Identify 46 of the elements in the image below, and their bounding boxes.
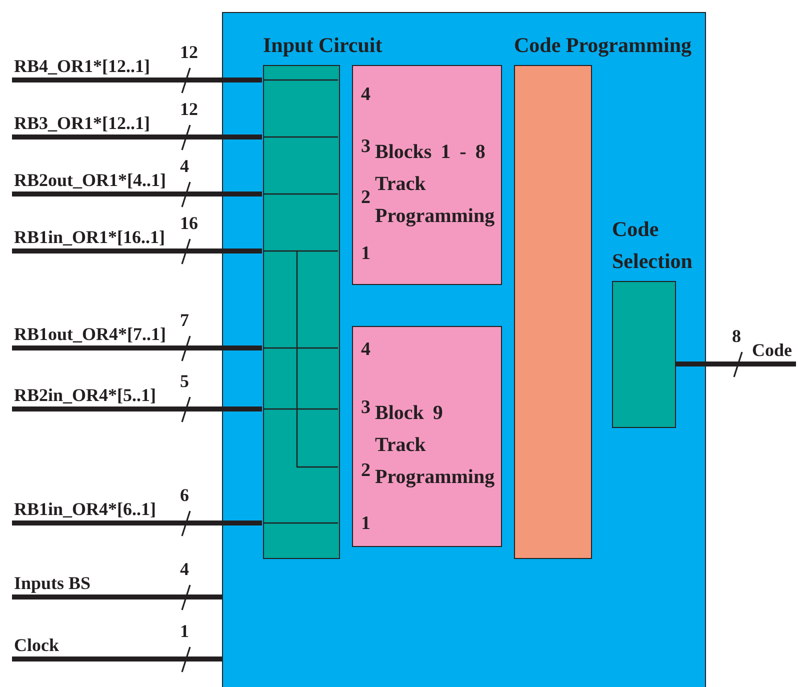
pin-number: 1 <box>361 242 370 266</box>
pin-number: 2 <box>361 186 370 210</box>
block-label: Blocks 1 - 8 Track Programming <box>375 140 496 229</box>
block-label: Block 9 Track Programming <box>375 401 495 490</box>
bus-width-label: 5 <box>180 370 189 393</box>
signal-line <box>12 238 262 264</box>
bus-width-label: 7 <box>180 309 189 332</box>
signal-name: Clock <box>14 634 59 656</box>
signal-line <box>675 352 796 378</box>
signal-name: Code <box>752 338 792 362</box>
pin-number: 1 <box>361 512 370 536</box>
pin-number: 4 <box>361 83 370 107</box>
signal-line <box>12 336 262 362</box>
bus-width-label: 4 <box>180 155 189 178</box>
signal-line <box>12 584 223 610</box>
signal-name: Inputs BS <box>14 572 91 594</box>
signal-name: RB2in_OR4*[5..1] <box>14 384 156 406</box>
signal-line <box>12 68 262 94</box>
block-heading: Code Programming <box>514 33 692 57</box>
signal-line <box>12 646 223 672</box>
signal-name: RB1out_OR4*[7..1] <box>14 322 166 346</box>
signal-line <box>12 510 262 536</box>
pin-number: 4 <box>361 338 370 362</box>
bus-width-label: 6 <box>180 484 189 507</box>
signal-line <box>12 396 262 422</box>
bus-width-label: 16 <box>180 212 198 235</box>
signal-name: RB1in_OR1*[16..1] <box>14 226 166 248</box>
track-programming-block <box>352 65 502 285</box>
bus-width-label: 12 <box>180 41 198 64</box>
track-programming-block <box>352 326 502 547</box>
bus-width-label: 1 <box>180 620 189 643</box>
signal-name: RB4_OR1*[12..1] <box>14 54 150 78</box>
bus-width-label: 8 <box>732 325 741 348</box>
pin-number: 2 <box>361 459 370 483</box>
signal-line <box>12 124 262 150</box>
bus-width-label: 4 <box>180 558 189 581</box>
signal-line <box>12 182 262 208</box>
signal-name: RB1in_OR4*[6..1] <box>14 498 156 520</box>
pin-number: 3 <box>361 396 370 420</box>
pin-number: 3 <box>361 135 370 159</box>
system-block <box>222 12 706 687</box>
signal-name: RB3_OR1*[12..1] <box>14 112 150 134</box>
block-heading: Input Circuit <box>263 33 382 57</box>
bus-width-label: 12 <box>180 98 198 121</box>
signal-name: RB2out_OR1*[4..1] <box>14 168 166 192</box>
block-heading: Code Selection <box>612 216 694 275</box>
